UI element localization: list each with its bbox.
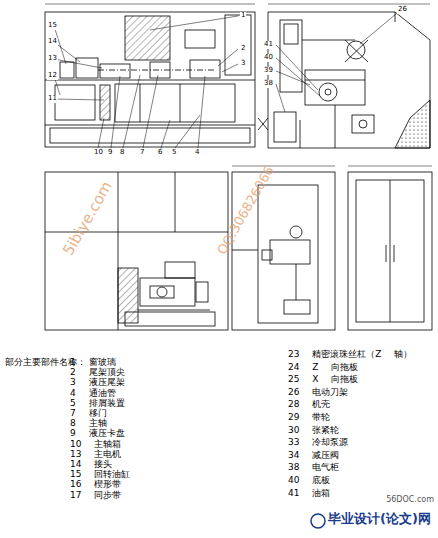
part-name: 33 冷却泵源 — [288, 438, 348, 448]
logo-text: 毕业设计(论文)网 — [328, 512, 431, 526]
part-name: 15 回转油缸 — [70, 470, 130, 480]
callout-number: 5 — [171, 149, 177, 157]
part-name: 41 油箱 — [288, 489, 330, 499]
callout-number: 38 — [263, 80, 274, 88]
callout-number: 13 — [47, 55, 58, 63]
part-name: 7 移门 — [70, 409, 107, 419]
part-name: 13 主电机 — [70, 450, 121, 460]
part-name: 28 机壳 — [288, 400, 330, 410]
callout-number: 4 — [194, 149, 200, 157]
part-name: 16 楔形带 — [70, 480, 121, 490]
callout-number: 15 — [47, 22, 58, 30]
callout-number: 3 — [240, 60, 246, 68]
part-name: 29 带轮 — [288, 413, 330, 423]
callout-number: 2 — [240, 45, 246, 53]
part-name: 40 底板 — [288, 476, 330, 486]
callout-number: 6 — [157, 149, 163, 157]
callout-number: 12 — [47, 72, 58, 80]
watermark: 5ibiye.com — [60, 179, 115, 259]
callout-number: 40 — [263, 54, 274, 62]
plan-view — [45, 172, 228, 330]
part-name: 5 排屑装置 — [70, 399, 125, 409]
callout-number: 39 — [263, 67, 274, 75]
callout-number: 11 — [47, 95, 58, 103]
logo-domain: 56DOC.com — [386, 496, 434, 505]
part-name: 24 Z 向拖板 — [288, 363, 358, 373]
callout-number: 9 — [107, 149, 113, 157]
callout-number: 7 — [139, 149, 145, 157]
callout-number: 26 — [397, 6, 408, 14]
part-name: 9 液压卡盘 — [70, 429, 125, 439]
part-name: 34 减压阀 — [288, 451, 339, 461]
front-view — [45, 12, 268, 147]
callout-number: 41 — [263, 41, 274, 49]
part-name: 1 窗玻璃 — [70, 358, 116, 368]
side-view — [268, 12, 430, 148]
part-name: 17 同步带 — [70, 491, 121, 501]
part-name: 25 X 向拖板 — [288, 375, 358, 385]
callout-number: 8 — [119, 149, 125, 157]
watermark: QQ:306826066 — [215, 164, 277, 257]
electrical-cabinet — [348, 172, 432, 330]
callout-number: 14 — [47, 38, 58, 46]
callout-number: 10 — [93, 149, 104, 157]
part-name: 10 主轴箱 — [70, 440, 121, 450]
part-name: 30 张紧轮 — [288, 426, 339, 436]
part-name: 3 液压尾架 — [70, 378, 125, 388]
part-name: 14 接头 — [70, 460, 112, 470]
part-name: 4 通油管 — [70, 389, 116, 399]
part-name: 38 电气柜 — [288, 463, 339, 473]
part-name: 23 精密滚珠丝杠（Z 轴） — [288, 350, 412, 360]
callout-number: 1 — [240, 12, 246, 20]
part-name: 2 尾架顶尖 — [70, 368, 125, 378]
leader-lines — [54, 14, 396, 148]
part-name: 26 电动刀架 — [288, 388, 348, 398]
part-name: 8 主轴 — [70, 419, 107, 429]
